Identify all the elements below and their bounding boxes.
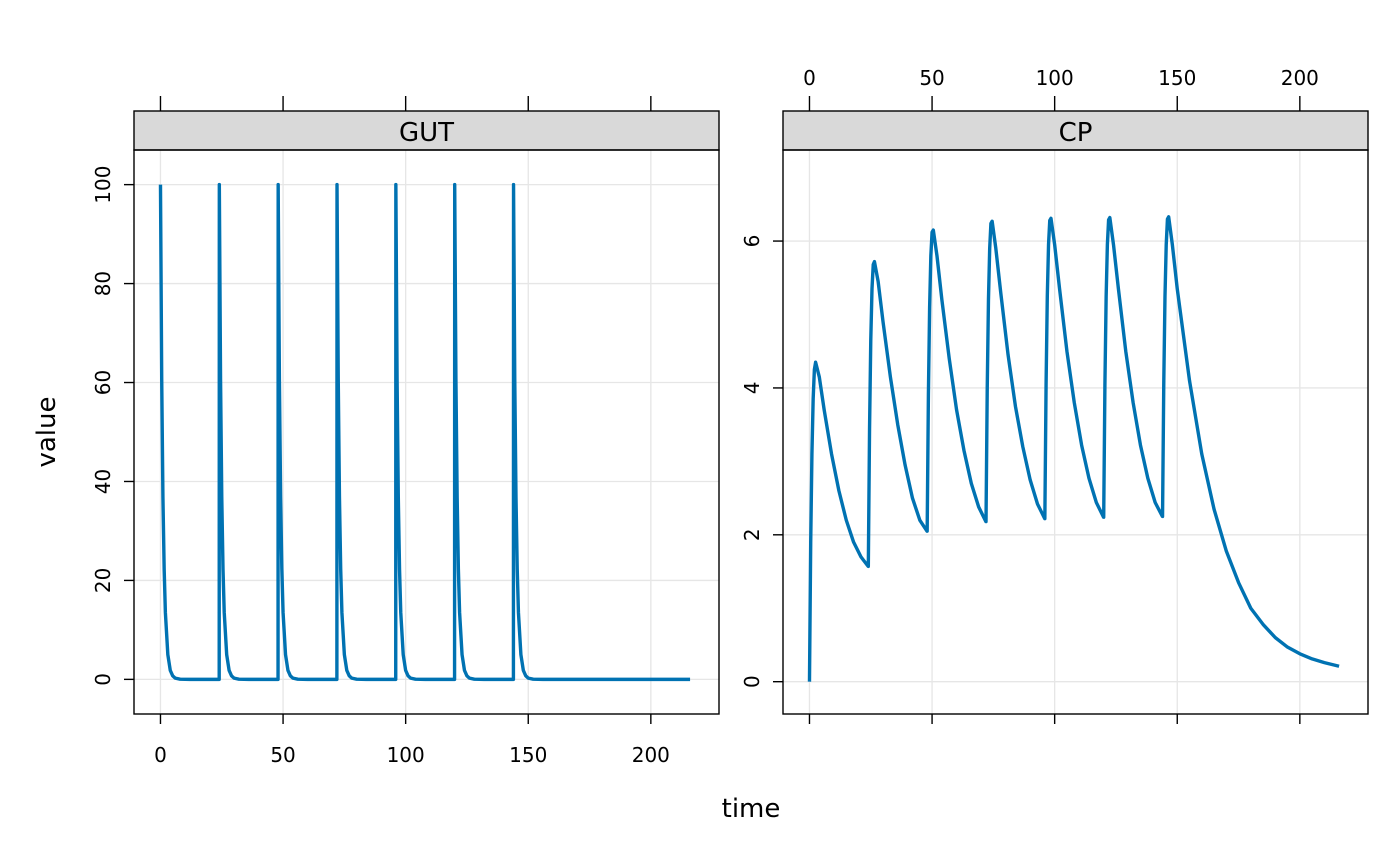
y-tick-label: 60 xyxy=(91,370,115,395)
y-tick-label: 0 xyxy=(91,673,115,686)
panel-border-cp xyxy=(782,149,1369,715)
y-tick-label: 6 xyxy=(740,235,764,248)
x-tick-label: 200 xyxy=(1281,66,1319,90)
x-tick-label: 50 xyxy=(270,743,295,767)
strip-gut xyxy=(133,110,720,151)
x-tick-label: 100 xyxy=(387,743,425,767)
strip-label-gut: GUT xyxy=(399,118,454,148)
x-tick-label: 50 xyxy=(919,66,944,90)
y-tick-label: 2 xyxy=(740,528,764,541)
x-tick-label: 200 xyxy=(632,743,670,767)
y-tick-label: 40 xyxy=(91,469,115,494)
x-tick-label: 150 xyxy=(509,743,547,767)
y-tick-label: 4 xyxy=(740,382,764,395)
x-tick-label: 0 xyxy=(803,66,816,90)
y-tick-label: 80 xyxy=(91,271,115,296)
panel-cp: CP 0 50 100 150 200 0 2 4 6 xyxy=(740,66,1369,724)
panel-border-gut xyxy=(133,149,720,715)
y-tick-label: 0 xyxy=(740,675,764,688)
series-line-gut xyxy=(158,182,691,682)
x-tick-label: 150 xyxy=(1158,66,1196,90)
y-tick-label: 100 xyxy=(91,166,115,204)
series-line-cp xyxy=(807,215,1340,682)
x-tick-label: 0 xyxy=(154,743,167,767)
y-tick-label: 20 xyxy=(91,568,115,593)
strip-label-cp: CP xyxy=(1059,118,1093,148)
y-axis-title: value xyxy=(32,396,62,467)
x-tick-label: 100 xyxy=(1036,66,1074,90)
x-axis-title: time xyxy=(722,794,781,824)
panel-gut: GUT 0 50 100 150 200 0 20 40 60 80 100 xyxy=(91,96,720,767)
